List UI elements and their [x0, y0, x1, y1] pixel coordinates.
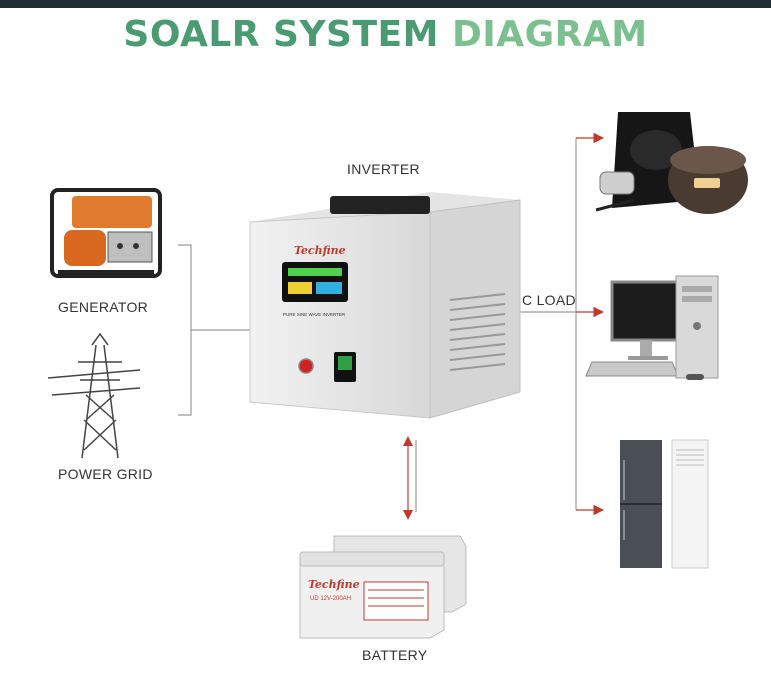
inverter-brand: Techfine [294, 244, 346, 257]
load-connector [520, 138, 577, 510]
battery-connector [403, 436, 417, 520]
source-connector [178, 244, 250, 416]
inverter-icon [249, 192, 521, 419]
refrigerator-icon [620, 440, 662, 568]
generator-icon [50, 188, 162, 278]
rice-cooker-icon [668, 146, 748, 214]
computer-icon [585, 275, 719, 380]
ac-load-label: C LOAD [522, 292, 576, 308]
title-part-2: DIAGRAM [451, 14, 648, 55]
battery-label: BATTERY [362, 647, 428, 663]
generator-label: GENERATOR [58, 299, 149, 315]
top-bar [0, 0, 771, 8]
inverter-caption: PURE SINE WAVE INVERTER [283, 312, 346, 317]
battery-model: UD 12V-200AH [310, 596, 351, 602]
battery-brand: Techfine [308, 578, 360, 591]
air-conditioner-icon [671, 439, 709, 569]
diagram-title: SOALR SYSTEM DIAGRAM [0, 14, 771, 55]
battery-icon [299, 535, 467, 639]
power-grid-label: POWER GRID [58, 466, 153, 482]
load-arrows [576, 132, 605, 516]
title-part-1: SOALR SYSTEM [123, 14, 439, 55]
power-grid-icon [47, 332, 141, 459]
inverter-label: INVERTER [347, 161, 420, 177]
